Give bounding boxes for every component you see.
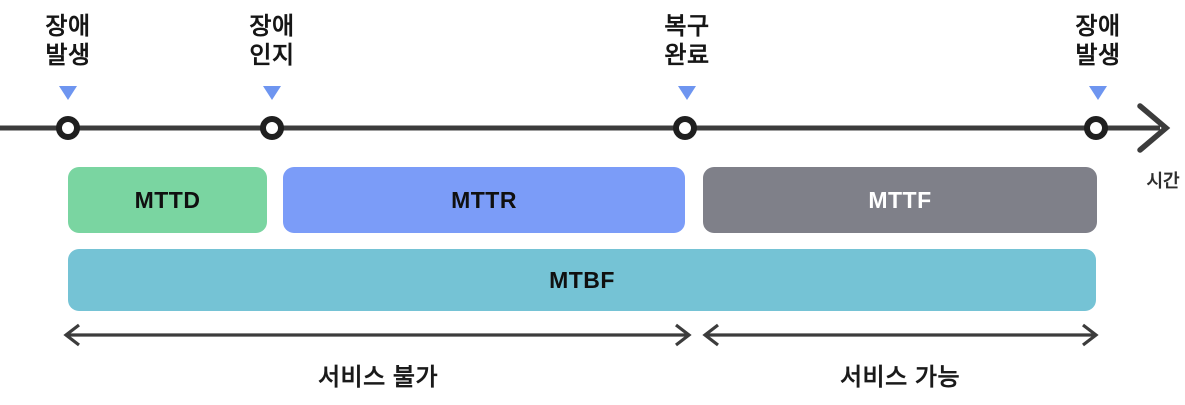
triangle-marker-icon [59, 86, 77, 100]
event-failure-detected: 장애 인지 [212, 12, 332, 100]
axis-arrowhead-icon [1137, 103, 1171, 153]
label-service-unavailable: 서비스 불가 [317, 364, 439, 391]
service-span-arrows [63, 323, 1099, 347]
bar-mttd: MTTD [68, 167, 267, 233]
event-node-circle [260, 116, 284, 140]
event-label: 복구 완료 [664, 13, 710, 69]
event-node-circle [1084, 116, 1108, 140]
event-recovery-complete: 복구 완료 [627, 12, 747, 100]
triangle-marker-icon [678, 86, 696, 100]
event-label: 장애 발생 [1075, 13, 1121, 69]
event-node-circle [56, 116, 80, 140]
axis-time-label: 시간 [1146, 171, 1180, 191]
event-label: 장애 발생 [45, 13, 91, 69]
triangle-marker-icon [1089, 86, 1107, 100]
bar-mttf: MTTF [703, 167, 1097, 233]
label-service-available: 서비스 가능 [839, 364, 961, 391]
event-failure-occurs-1: 장애 발생 [8, 12, 128, 100]
event-node-circle [673, 116, 697, 140]
event-failure-occurs-2: 장애 발생 [1038, 12, 1158, 100]
span-arrow-service-unavailable [63, 323, 692, 347]
event-label: 장애 인지 [249, 13, 295, 69]
bar-mtbf: MTBF [68, 249, 1096, 311]
triangle-marker-icon [263, 86, 281, 100]
span-arrow-service-available [702, 323, 1099, 347]
bar-mttr: MTTR [283, 167, 685, 233]
timeline-axis [0, 103, 1171, 153]
